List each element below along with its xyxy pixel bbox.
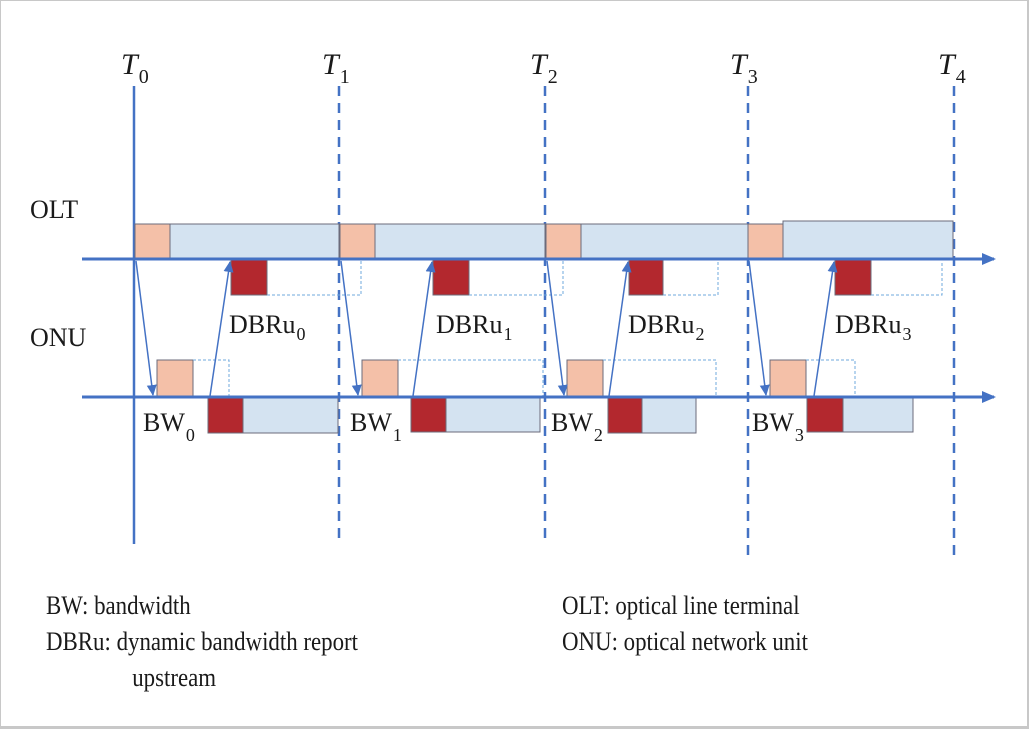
time-label-t4: T4 — [938, 48, 966, 88]
olt-grant-block-3 — [747, 223, 784, 260]
legend-term: DBRu: — [46, 627, 111, 656]
upstream-arrow-0 — [209, 261, 234, 397]
legend-definition: dynamic bandwidth report — [116, 627, 359, 656]
legend-entry-dbru: DBRu: dynamic bandwidth report — [46, 624, 358, 660]
legend-left: BW: bandwidth DBRu: dynamic bandwidth re… — [46, 588, 358, 696]
legend-definition: bandwidth — [94, 591, 191, 620]
olt-grant-block-2 — [545, 223, 582, 260]
onu-data-block-2 — [641, 397, 697, 434]
time-marker-t1: T1 — [322, 48, 350, 544]
onu-report-block-3 — [806, 396, 844, 433]
downstream-arrow-0 — [135, 260, 157, 396]
bw-labels: BW0 BW1 BW2 BW3 — [143, 408, 804, 445]
downstream-arrow-1 — [340, 260, 362, 396]
olt-data-block-0 — [169, 223, 340, 260]
onu-upstream-frames — [207, 396, 914, 434]
row-label-olt: OLT — [30, 195, 78, 224]
legend-term: OLT: — [562, 591, 610, 620]
olt-frames — [134, 220, 954, 260]
bw-label-0: BW0 — [143, 408, 195, 445]
legend-entry-olt: OLT: optical line terminal — [562, 588, 808, 624]
time-label-t0: T0 — [121, 48, 149, 88]
bw-label-3: BW3 — [752, 408, 804, 445]
legend-entry-onu: ONU: optical network unit — [562, 624, 808, 660]
onu-grant-block-0 — [156, 359, 194, 397]
time-label-t3: T3 — [730, 48, 758, 88]
onu-data-block-0 — [242, 397, 339, 434]
downstream-arrow-3 — [748, 260, 770, 396]
olt-grant-block-1 — [339, 223, 376, 260]
dbru-label-2: DBRu2 — [628, 310, 704, 344]
olt-report-block-1 — [432, 259, 470, 296]
downstream-arrows — [135, 260, 770, 396]
olt-data-block-1 — [374, 223, 546, 260]
row-label-onu: ONU — [30, 323, 87, 352]
downstream-arrow-2 — [546, 260, 568, 396]
time-marker-t0: T0 — [121, 48, 149, 544]
legend-definition: optical network unit — [623, 627, 808, 656]
onu-grant-blocks — [156, 359, 856, 397]
onu-report-block-2 — [607, 397, 643, 434]
upstream-arrow-2 — [608, 261, 632, 397]
upstream-arrows — [209, 261, 838, 397]
dbru-label-3: DBRu3 — [835, 310, 911, 344]
time-marker-t2: T2 — [530, 48, 558, 544]
dbru-labels: DBRu0 DBRu1 DBRu2 DBRu3 — [229, 310, 911, 344]
onu-grant-block-1 — [361, 359, 399, 397]
onu-report-block-1 — [410, 396, 447, 433]
olt-data-block-2 — [580, 223, 749, 260]
upstream-arrow-1 — [412, 261, 436, 397]
onu-grant-block-3 — [769, 359, 807, 397]
legend-term: BW: — [46, 591, 89, 620]
legend-definition-continuation: upstream — [132, 663, 217, 692]
bw-label-1: BW1 — [350, 408, 402, 445]
olt-data-block-3 — [782, 220, 954, 260]
time-label-t2: T2 — [530, 48, 558, 88]
olt-report-block-3 — [834, 259, 872, 296]
olt-grant-block-0 — [134, 223, 171, 260]
upstream-arrow-3 — [813, 261, 838, 397]
legend-term: ONU: — [562, 627, 618, 656]
dbru-label-0: DBRu0 — [229, 310, 305, 344]
dbru-label-1: DBRu1 — [436, 310, 512, 344]
olt-report-blocks — [230, 259, 943, 296]
onu-report-block-0 — [207, 397, 244, 434]
legend-right: OLT: optical line terminal ONU: optical … — [562, 588, 808, 660]
onu-grant-block-2 — [566, 359, 604, 397]
legend-definition: optical line terminal — [615, 591, 800, 620]
bw-label-2: BW2 — [551, 408, 603, 445]
onu-data-block-1 — [445, 396, 541, 433]
olt-report-block-0 — [230, 259, 268, 296]
time-marker-t3: T3 — [730, 48, 758, 556]
onu-data-block-3 — [842, 396, 914, 433]
time-marker-t4: T4 — [938, 48, 966, 556]
legend-entry-bw: BW: bandwidth — [46, 588, 358, 624]
time-label-t1: T1 — [322, 48, 350, 88]
olt-report-block-2 — [628, 259, 664, 296]
